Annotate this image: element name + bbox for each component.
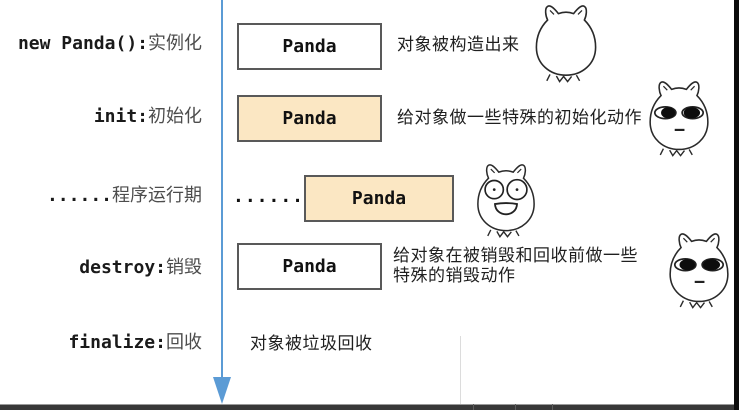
runtime-ellipsis: ...... bbox=[233, 186, 305, 207]
panda-object-box-destroy: Panda bbox=[237, 243, 382, 290]
stage-label-init: init:初始化 bbox=[0, 105, 202, 129]
right-screen-edge bbox=[734, 0, 739, 410]
bottom-taskbar-edge bbox=[0, 404, 739, 410]
blank-cat-face-icon bbox=[525, 0, 607, 88]
note-garbage-collected: 对象被垃圾回收 bbox=[250, 334, 373, 354]
stage-label-new: new Panda():实例化 bbox=[0, 32, 202, 56]
note-destroy: 给对象在被销毁和回收前做一些特殊的销毁动作 bbox=[393, 246, 638, 286]
bored-cat-face-icon bbox=[640, 76, 718, 162]
stage-label-new-cjk: 实例化 bbox=[148, 33, 202, 54]
timeline-arrowhead-icon bbox=[213, 377, 231, 404]
stage-label-finalize-cjk: 回收 bbox=[166, 332, 202, 353]
panda-object-box-new-label: Panda bbox=[282, 36, 337, 57]
stage-label-destroy-code: destroy: bbox=[79, 257, 166, 278]
stage-label-runtime: ......程序运行期 bbox=[0, 184, 202, 208]
panda-object-box-runtime: Panda bbox=[304, 175, 454, 222]
bored-cat-face-icon bbox=[660, 228, 738, 314]
panda-object-box-runtime-label: Panda bbox=[351, 188, 407, 209]
panda-object-box-init: Panda bbox=[237, 95, 382, 142]
panda-object-box-init-label: Panda bbox=[282, 108, 337, 129]
stage-label-init-code: init: bbox=[93, 106, 148, 127]
stage-label-init-cjk: 初始化 bbox=[148, 106, 202, 127]
bottom-bar-divider bbox=[473, 404, 474, 410]
stage-label-destroy-cjk: 销毁 bbox=[166, 257, 202, 278]
bottom-bar-divider bbox=[515, 404, 516, 410]
panda-object-box-destroy-label: Panda bbox=[282, 256, 337, 277]
note-init: 给对象做一些特殊的初始化动作 bbox=[397, 108, 642, 128]
stage-label-finalize-code: finalize: bbox=[68, 332, 166, 353]
stage-label-runtime-dots: ...... bbox=[46, 185, 112, 206]
stage-label-new-code: new Panda(): bbox=[17, 33, 148, 54]
panda-object-box-new: Panda bbox=[237, 23, 382, 70]
stage-label-finalize: finalize:回收 bbox=[0, 331, 202, 355]
window-edge-line bbox=[460, 336, 461, 404]
stage-label-runtime-cjk: 程序运行期 bbox=[112, 185, 202, 206]
stage-label-destroy: destroy:销毁 bbox=[0, 256, 202, 280]
bottom-bar-divider bbox=[552, 404, 553, 410]
note-constructed: 对象被构造出来 bbox=[397, 35, 520, 55]
timeline-line bbox=[221, 0, 223, 378]
happy-cat-face-icon bbox=[468, 158, 544, 244]
